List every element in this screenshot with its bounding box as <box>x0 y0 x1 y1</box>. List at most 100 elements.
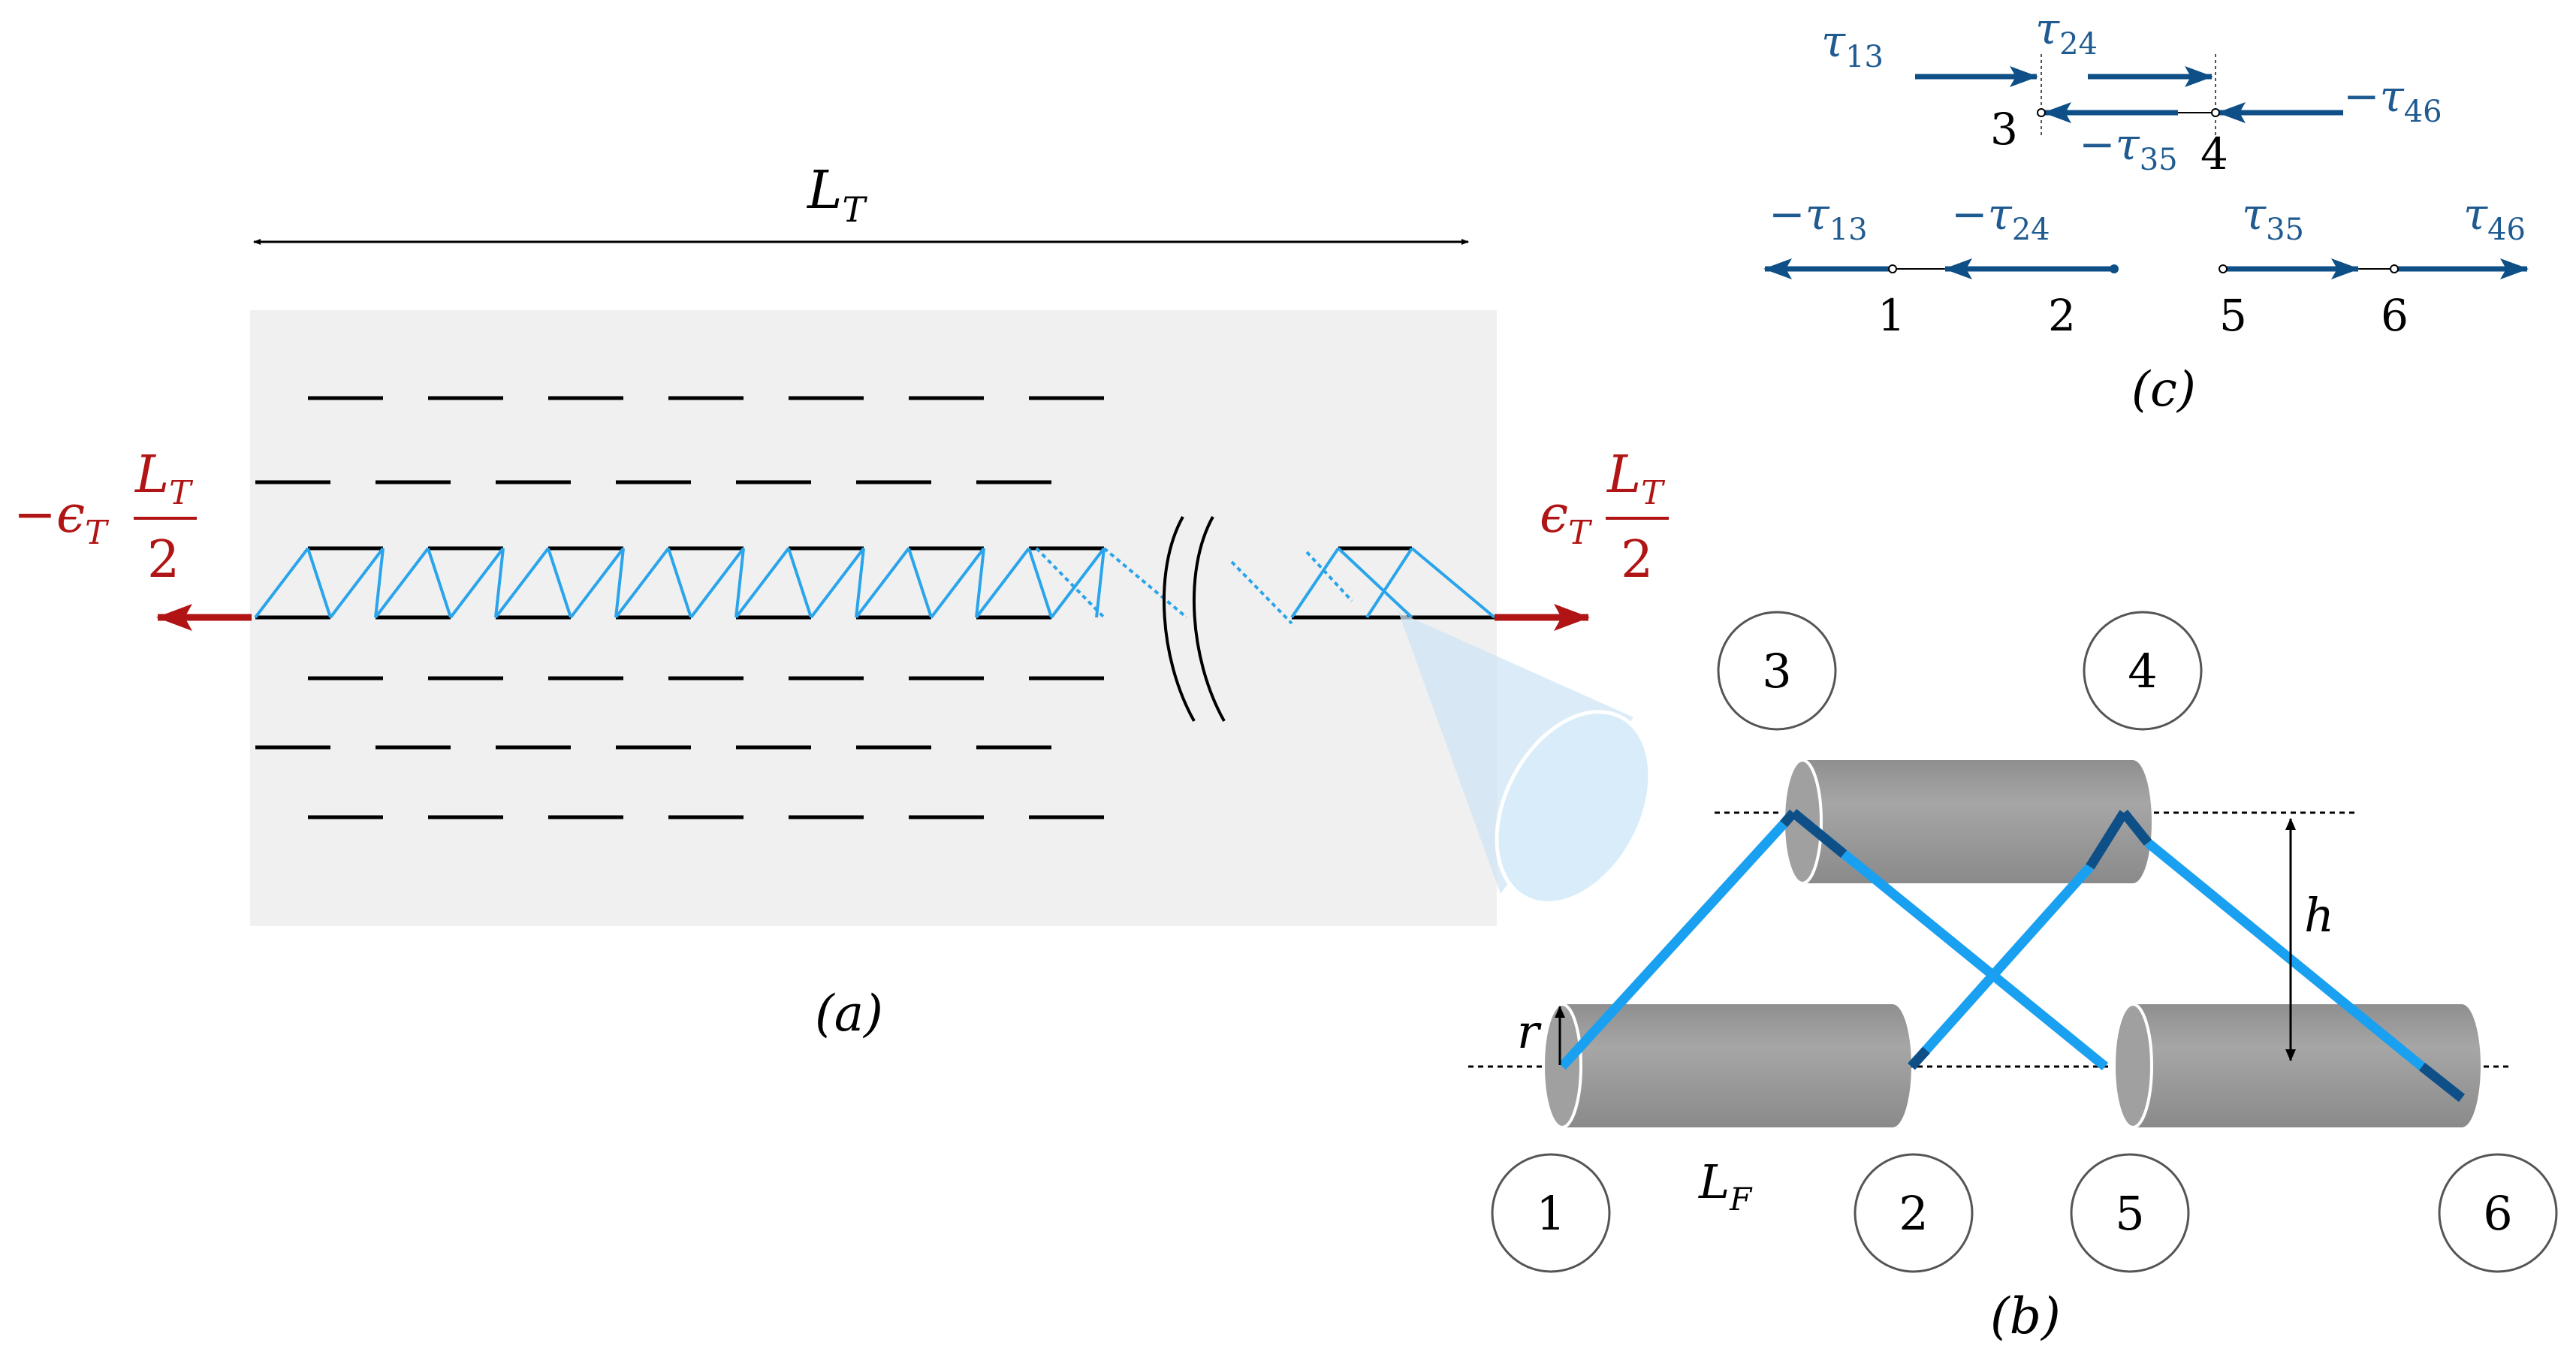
truss-bond <box>787 548 813 618</box>
truss-bond <box>810 547 865 619</box>
node-dot-2 <box>2110 264 2119 273</box>
force-label-tau13: τ13 <box>1821 16 1884 74</box>
truss-bond <box>427 548 452 618</box>
force-label-tau46: τ46 <box>2463 189 2526 247</box>
truss-bond <box>975 547 1030 619</box>
truss-bond <box>975 548 985 618</box>
bond-lines <box>1558 808 2426 1071</box>
svg-text:LT: LT <box>134 445 194 512</box>
c-node-label-5: 5 <box>2219 290 2247 341</box>
truss-bond <box>907 548 933 618</box>
bond-3-5 <box>1790 808 2109 1071</box>
fiber-cylinder-top <box>1782 759 2152 885</box>
node-label: 5 <box>2115 1186 2144 1241</box>
strain-label-right: ϵT LT 2 <box>1540 445 1669 590</box>
length-label-lt: LT <box>806 159 867 230</box>
force-label-tau24: τ24 <box>2035 3 2098 62</box>
force-label-tau35: τ35 <box>2242 189 2304 247</box>
truss-bond <box>547 548 572 618</box>
node-dot-1 <box>1888 264 1897 273</box>
bond-lines-inside <box>1780 808 2466 1103</box>
truss-bond <box>1095 548 1106 618</box>
truss-bond <box>1290 547 1340 619</box>
caption-c: (c) <box>2131 362 2196 418</box>
truss-bond <box>1337 547 1413 619</box>
c-node-label-1: 1 <box>1878 290 1905 341</box>
truss-bond <box>374 547 430 619</box>
node-circles: 1 2 3 4 5 6 <box>1491 611 2558 1273</box>
svg-text:ϵT: ϵT <box>1540 485 1593 552</box>
truss-bond <box>569 547 625 619</box>
panel-a: LT −ϵT LT 2 ϵT LT 2 <box>14 159 1669 1043</box>
r-label: r <box>1517 1004 1542 1059</box>
c-node-label-4: 4 <box>2200 128 2228 180</box>
node-dot-6 <box>2390 264 2399 273</box>
node-dot-5 <box>2219 264 2228 273</box>
bond-2-4 <box>1908 863 2094 1070</box>
force-label-minus-tau13: −τ13 <box>1769 189 1868 247</box>
fiber-cylinder-bottom-left <box>1542 1003 1911 1129</box>
panel-c: 3 4 1 2 5 6 τ13 τ24 −τ46 −τ35 −τ13 −τ24 … <box>1763 3 2529 418</box>
strain-label-left: −ϵT LT 2 <box>14 445 197 590</box>
truss-bond <box>667 548 692 618</box>
truss-bond <box>614 548 625 618</box>
c-node-label-2: 2 <box>2048 290 2076 341</box>
truss-bond <box>1365 547 1413 619</box>
lf-label: LF <box>1698 1154 1753 1218</box>
node-dot-4 <box>2211 108 2220 117</box>
fiber-dash-rows <box>255 396 1104 819</box>
node-circle-3: 3 <box>1717 611 1837 731</box>
node-dot-3 <box>2037 108 2046 117</box>
zoom-cone-icon <box>1398 612 1652 905</box>
c-node-label-3: 3 <box>1990 104 2018 155</box>
truss-bond <box>855 548 865 618</box>
svg-text:2: 2 <box>147 530 179 590</box>
node-circle-6: 6 <box>2438 1153 2558 1273</box>
h-label: h <box>2304 888 2334 943</box>
caption-b: (b) <box>1990 1287 2061 1345</box>
node-circle-4: 4 <box>2083 611 2203 731</box>
truss-bond <box>1027 548 1053 618</box>
svg-text:LT: LT <box>1606 445 1666 512</box>
node-label: 2 <box>1899 1186 1928 1241</box>
node-circle-1: 1 <box>1491 1153 1611 1273</box>
truss-bond <box>1230 560 1293 625</box>
panel-b: h r LF 1 2 3 4 5 6 (b) <box>1468 611 2558 1345</box>
c-node-label-6: 6 <box>2381 290 2409 341</box>
truss-bond <box>374 548 385 618</box>
node-circle-5: 5 <box>2070 1153 2190 1273</box>
truss-bond <box>1102 547 1188 619</box>
fiber-cylinder-bottom-right <box>2113 1003 2481 1129</box>
truss-bond <box>494 548 505 618</box>
bond-4-6 <box>2144 838 2426 1071</box>
truss-bond <box>449 547 505 619</box>
truss-bond <box>1050 547 1106 619</box>
node-label: 6 <box>2483 1186 2512 1241</box>
break-mark-icon <box>1162 516 1226 722</box>
truss-bond <box>689 547 745 619</box>
truss-bond <box>734 548 745 618</box>
truss-bond <box>930 547 985 619</box>
bond-1-3 <box>1558 820 1787 1070</box>
truss-band <box>254 546 1496 625</box>
truss-bond <box>254 547 309 619</box>
truss-bond <box>734 547 790 619</box>
caption-a: (a) <box>815 985 883 1043</box>
svg-text:2: 2 <box>1621 530 1653 590</box>
truss-bond <box>1410 547 1496 619</box>
node-label: 4 <box>2128 644 2157 699</box>
truss-bond <box>306 548 332 618</box>
truss-bond <box>1305 551 1353 602</box>
truss-bond <box>855 547 910 619</box>
node-circle-2: 2 <box>1854 1153 1974 1273</box>
truss-bond <box>614 547 670 619</box>
node-label: 1 <box>1536 1186 1565 1241</box>
force-label-minus-tau35: −τ35 <box>2079 119 2178 177</box>
truss-bond <box>494 547 550 619</box>
force-label-minus-tau24: −τ24 <box>1951 189 2050 247</box>
force-label-minus-tau46: −τ46 <box>2343 71 2442 129</box>
node-label: 3 <box>1762 644 1791 699</box>
truss-bond <box>329 547 385 619</box>
